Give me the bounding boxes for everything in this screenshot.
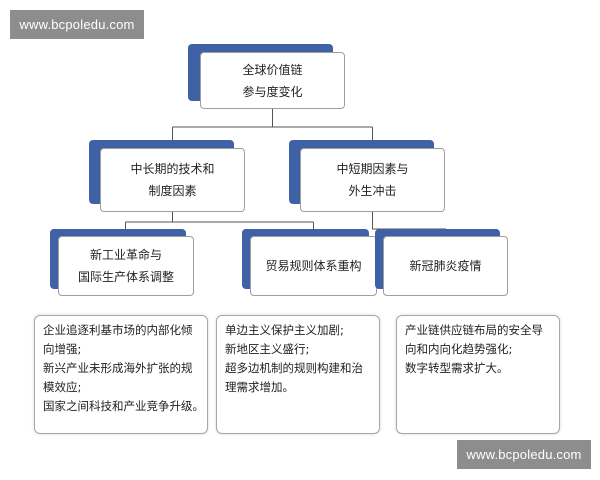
detail-trade-line: 超多边机制的规则构建和治: [225, 361, 363, 375]
detail-covid-line: 数字转型需求扩大。: [405, 361, 509, 375]
root-node-line1: 全球价值链: [242, 62, 303, 77]
detail-box-industrial: 企业追逐利基市场的内部化倾 向增强; 新兴产业未形成海外扩张的规 模效应; 国家…: [34, 315, 208, 434]
detail-industrial-line: 新兴产业未形成海外扩张的规: [43, 361, 193, 375]
node-covid: 新冠肺炎疫情: [375, 229, 508, 296]
node-long-term-line1: 中长期的技术和: [130, 162, 215, 176]
detail-industrial-line: 向增强;: [43, 342, 82, 356]
node-short-term-line2: 外生冲击: [348, 184, 397, 198]
detail-industrial-line: 国家之间科技和产业竞争升级。: [43, 399, 204, 413]
node-long-term-factors: 中长期的技术和 制度因素: [89, 140, 245, 212]
node-long-term-line2: 制度因素: [148, 184, 197, 198]
detail-industrial-line: 企业追逐利基市场的内部化倾: [43, 323, 193, 337]
detail-box-covid: 产业链供应链布局的安全导 向和内向化趋势强化; 数字转型需求扩大。: [396, 315, 560, 434]
watermark-bottom: www.bcpoledu.com: [457, 440, 591, 469]
node-short-term-factors: 中短期因素与 外生冲击: [289, 140, 445, 212]
detail-trade-line: 单边主义保护主义加剧;: [225, 323, 344, 337]
root-node: 全球价值链 参与度变化: [188, 44, 345, 109]
node-industrial-revolution: 新工业革命与 国际生产体系调整: [50, 229, 194, 296]
node-covid-label: 新冠肺炎疫情: [409, 259, 482, 273]
detail-industrial-line: 模效应;: [43, 380, 82, 394]
watermark-top: www.bcpoledu.com: [10, 10, 144, 39]
node-trade-rules-label: 贸易规则体系重构: [265, 259, 362, 273]
node-industrial-line1: 新工业革命与: [89, 248, 162, 262]
detail-covid-line: 产业链供应链布局的安全导: [405, 323, 543, 337]
detail-trade-line: 理需求增加。: [225, 380, 294, 394]
detail-trade-line: 新地区主义盛行;: [225, 342, 310, 356]
detail-box-trade: 单边主义保护主义加剧; 新地区主义盛行; 超多边机制的规则构建和治 理需求增加。: [216, 315, 380, 434]
detail-covid-line: 向和内向化趋势强化;: [405, 342, 513, 356]
node-short-term-line1: 中短期因素与: [336, 162, 409, 176]
node-industrial-line2: 国际生产体系调整: [77, 270, 174, 284]
root-node-line2: 参与度变化: [242, 84, 303, 99]
node-trade-rules: 贸易规则体系重构: [242, 229, 377, 296]
